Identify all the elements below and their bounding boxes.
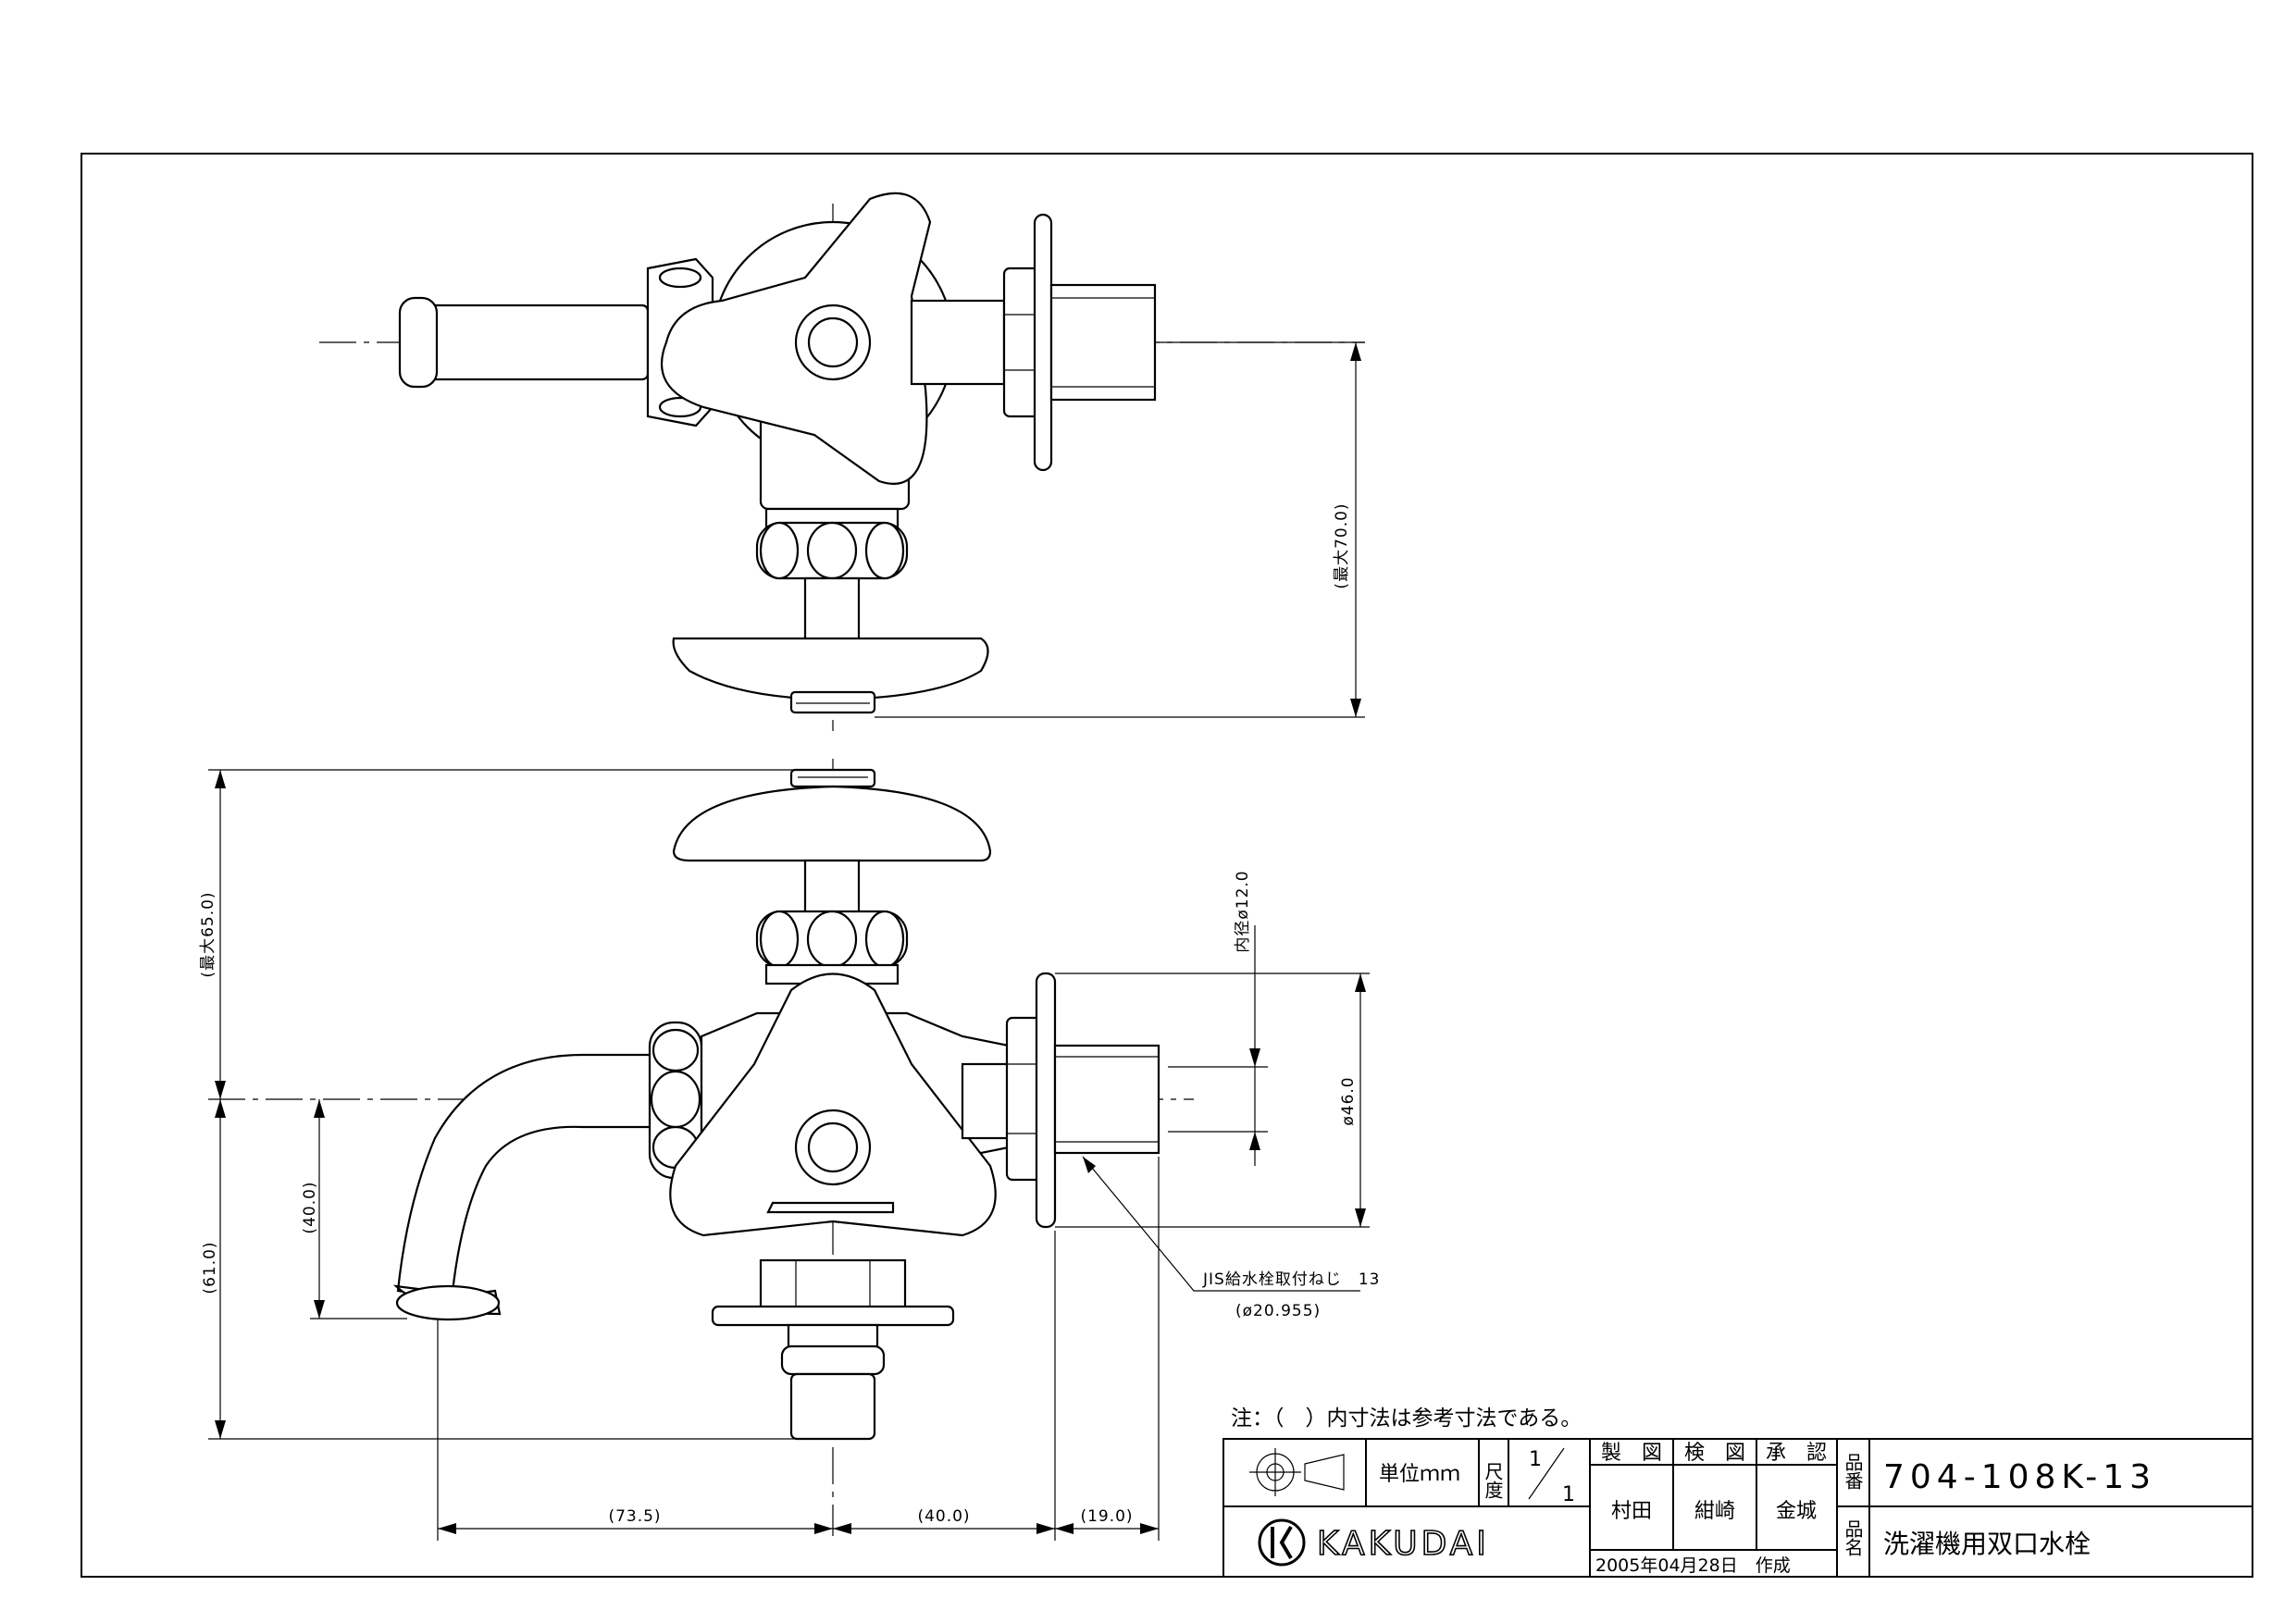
checked-by: 紺崎 bbox=[1694, 1500, 1735, 1523]
part-number: 704-108K-13 bbox=[1883, 1458, 2156, 1496]
dim-front-height: (最大65.0) bbox=[199, 891, 217, 977]
front-view bbox=[208, 759, 1194, 1536]
part-no-label: 品番 bbox=[1842, 1453, 1864, 1490]
approved-label: 承 認 bbox=[1766, 1442, 1827, 1465]
dim-inner-diameter: 内径ø12.0 bbox=[1234, 870, 1252, 952]
dim-thread-length: (19.0) bbox=[1080, 1507, 1133, 1526]
kakudai-logo: KAKUDAI bbox=[1258, 1518, 1490, 1567]
dim-thread-size: (ø20.955) bbox=[1235, 1302, 1321, 1320]
drawn-by: 村田 bbox=[1611, 1500, 1652, 1523]
top-view bbox=[319, 192, 1365, 731]
scale-label: 尺度 bbox=[1482, 1462, 1504, 1499]
drawing-frame bbox=[81, 153, 2253, 1578]
dim-thread-note: JIS給水栓取付ねじ 13 bbox=[1202, 1270, 1380, 1289]
dim-spout-drop: (40.0) bbox=[301, 1181, 319, 1233]
dim-lower-height: (61.0) bbox=[201, 1241, 219, 1294]
approved-by: 金城 bbox=[1776, 1500, 1817, 1523]
date-created: 2005年04月28日 作成 bbox=[1595, 1555, 1791, 1576]
part-name: 洗濯機用双口水栓 bbox=[1883, 1529, 2091, 1559]
checked-label: 検 図 bbox=[1684, 1442, 1745, 1465]
dim-top-view-height: (最大70.0) bbox=[1333, 502, 1351, 588]
title-block: KAKUDAI bbox=[1222, 1438, 2253, 1578]
third-angle-projection-icon bbox=[1249, 1448, 1345, 1496]
scale-numerator: 1 bbox=[1529, 1448, 1542, 1471]
svg-text:KAKUDAI: KAKUDAI bbox=[1317, 1525, 1490, 1563]
scale-denominator: 1 bbox=[1562, 1483, 1575, 1506]
drawn-label: 製 図 bbox=[1601, 1442, 1662, 1465]
dim-spout-reach: (73.5) bbox=[608, 1507, 661, 1526]
reference-note: 注：（ ）内寸法は参考寸法である。 bbox=[1231, 1406, 1582, 1431]
dim-flange-diameter: ø46.0 bbox=[1339, 1076, 1358, 1125]
part-name-label: 品名 bbox=[1842, 1519, 1864, 1556]
unit-label: 単位ｍｍ bbox=[1379, 1463, 1460, 1486]
dimension-lines bbox=[208, 341, 1370, 1541]
dim-center-to-wall: (40.0) bbox=[917, 1507, 970, 1526]
